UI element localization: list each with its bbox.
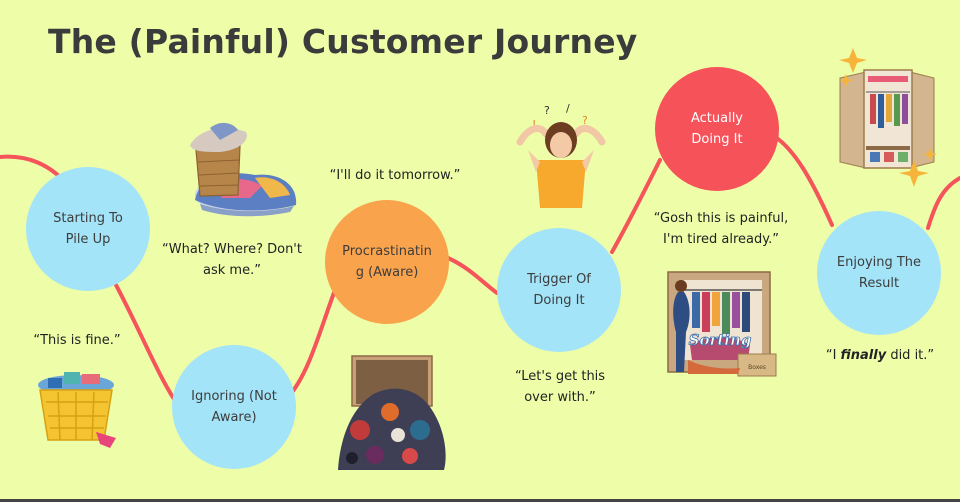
laundry-basket-icon xyxy=(38,372,116,448)
confusion-mark: / xyxy=(566,102,570,115)
stage-trigger: Trigger Of Doing It xyxy=(497,228,621,352)
confusion-mark: ? xyxy=(544,104,550,117)
stage-procrastinating: Procrastinating (Aware) xyxy=(325,200,449,324)
sorting-closet-icon: Sorting Boxes xyxy=(667,271,777,377)
messy-closet-icon xyxy=(338,355,446,470)
journey-path-line xyxy=(0,134,960,407)
confusion-mark: ? xyxy=(582,114,588,127)
stage-label: Starting To Pile Up xyxy=(53,211,123,247)
bottom-divider xyxy=(0,499,960,502)
stage-enjoying-result: Enjoying The Result xyxy=(817,211,941,335)
box-label-text: Boxes xyxy=(748,364,766,371)
quote-finally-did-it: “I finally did it.” xyxy=(825,348,935,363)
quote-gosh-painful: “Gosh this is painful, I'm tired already… xyxy=(653,211,789,247)
confusion-mark: ! xyxy=(532,118,536,131)
closet-sign-text: Sorting xyxy=(689,331,752,349)
quote-what-where: “What? Where? Don't ask me.” xyxy=(162,242,302,278)
tidy-wardrobe-icon xyxy=(839,48,937,187)
quote-this-is-fine: “This is fine.” xyxy=(33,333,121,348)
stage-label: Ignoring (Not Aware) xyxy=(191,389,277,425)
page-title: The (Painful) Customer Journey xyxy=(48,22,638,61)
stage-label: Procrastinating (Aware) xyxy=(342,244,432,280)
quote-do-it-tomorrow: “I'll do it tomorrow.” xyxy=(329,168,461,183)
clothes-pile-icon xyxy=(190,122,297,217)
quote-get-this-over-with: “Let's get this over with.” xyxy=(514,369,606,405)
confused-woman-icon: ? / ? ! xyxy=(516,102,606,208)
stage-label: Actually Doing It xyxy=(690,111,744,147)
stage-label: Enjoying The Result xyxy=(836,255,922,291)
stage-ignoring: Ignoring (Not Aware) xyxy=(172,345,296,469)
stage-starting-to-pile-up: Starting To Pile Up xyxy=(26,167,150,291)
stage-label: Trigger Of Doing It xyxy=(527,272,591,308)
stage-actually-doing: Actually Doing It xyxy=(655,67,779,191)
